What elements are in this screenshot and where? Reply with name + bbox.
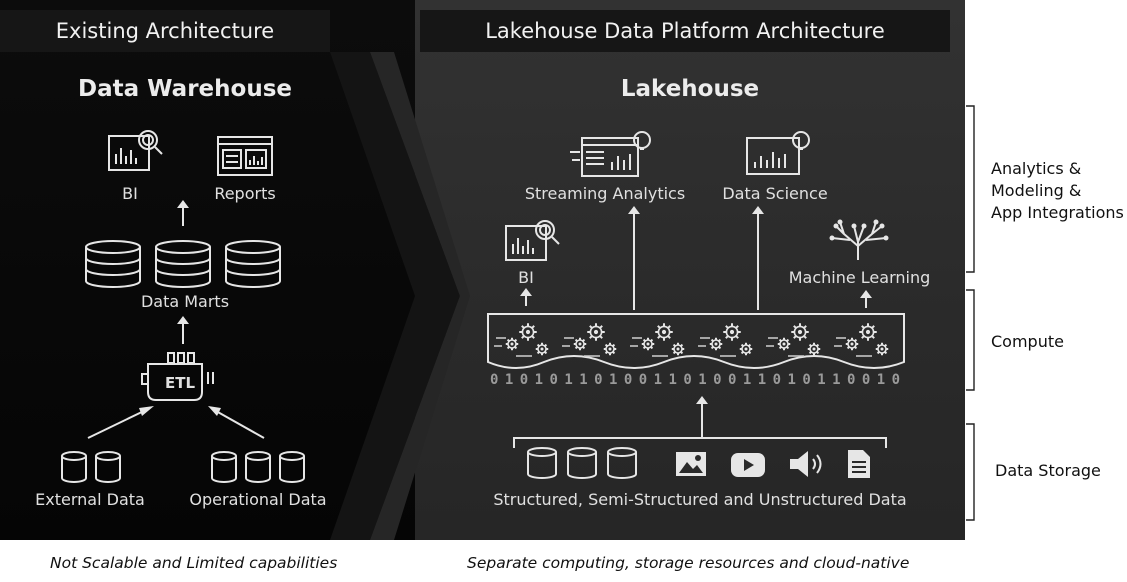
report-icon [217,136,273,176]
gear-icon [723,323,741,341]
document-icon [848,450,870,478]
transition-chevron-icon [330,52,470,540]
audio-icon [790,451,822,477]
analytics-layer-label: Analytics & Modeling & App Integrations [991,158,1124,224]
storage-layer-label: Data Storage [995,461,1101,480]
database-icon [279,451,305,483]
database-icon [567,447,597,479]
lakehouse-title: Lakehouse [620,76,760,102]
neural-tree-icon [829,219,889,260]
gear-icon [587,323,605,341]
database-icon [95,451,121,483]
arrow-icon [177,316,189,344]
arrow-icon [520,288,532,306]
database-icon [85,240,141,288]
data-warehouse-title: Data Warehouse [78,76,292,102]
arrow-icon [752,206,764,310]
image-icon [676,452,706,476]
external-data-label: External Data [35,490,145,509]
gear-icon [739,342,753,356]
left-caption: Not Scalable and Limited capabilities [50,554,338,572]
etl-icon [141,352,214,401]
chart-magnifier-icon [505,220,560,261]
reports-label: Reports [214,184,276,203]
right-bi-label: BI [518,268,534,287]
analytics-bracket [966,105,975,273]
gear-icon [641,337,655,351]
database-icon [211,451,237,483]
left-bi-label: BI [122,184,138,203]
database-icon [225,240,281,288]
storage-bracket [513,437,887,448]
gear-icon [859,323,877,341]
gear-icon [875,342,889,356]
gear-icon [791,323,809,341]
binary-stream: 0101011010011010011010110010 [490,372,900,388]
lightbulb-icon [746,131,810,175]
right-caption: Separate computing, storage resources an… [467,554,910,572]
chart-magnifier-icon [108,130,163,171]
right-header: Lakehouse Data Platform Architecture [420,10,950,52]
analytics-line-3: App Integrations [991,203,1124,222]
gear-icon [603,342,617,356]
video-icon [731,453,765,477]
database-icon [61,451,87,483]
lakehouse-architecture-panel [415,0,965,540]
gear-icon [573,337,587,351]
gear-icon [845,337,859,351]
machine-learning-label: Machine Learning [788,268,931,287]
data-science-label: Data Science [722,184,828,203]
binary-text: 0101011010011010011010110010 [490,372,900,388]
gear-icon [655,323,673,341]
left-header: Existing Architecture [0,10,330,52]
arrow-icon [860,290,872,308]
arrow-icon [208,406,265,439]
gear-icon [505,337,519,351]
storage-layer-bracket [966,423,975,521]
operational-data-label: Operational Data [189,490,327,509]
storage-label: Structured, Semi-Structured and Unstruct… [493,490,907,509]
gear-icon [807,342,821,356]
compute-bracket [966,289,975,391]
compute-layer-label: Compute [991,332,1064,351]
arrow-icon [628,206,640,310]
gear-icon [535,342,549,356]
arrow-icon [696,396,708,438]
compute-block [487,313,905,369]
gear-icon [777,337,791,351]
gear-icon [709,337,723,351]
database-icon [607,447,637,479]
database-icon [527,447,557,479]
arrow-icon [87,406,154,439]
analytics-line-2: Modeling & [991,181,1082,200]
streaming-analytics-label: Streaming Analytics [524,184,686,203]
gear-icon [519,323,537,341]
etl-label: ETL [164,374,196,392]
data-marts-label: Data Marts [140,292,230,311]
arrow-icon [177,200,189,226]
analytics-line-1: Analytics & [991,159,1082,178]
database-icon [245,451,271,483]
database-icon [155,240,211,288]
gear-icon [671,342,685,356]
streaming-chart-icon [570,131,651,177]
gear-cluster-row [494,323,889,357]
